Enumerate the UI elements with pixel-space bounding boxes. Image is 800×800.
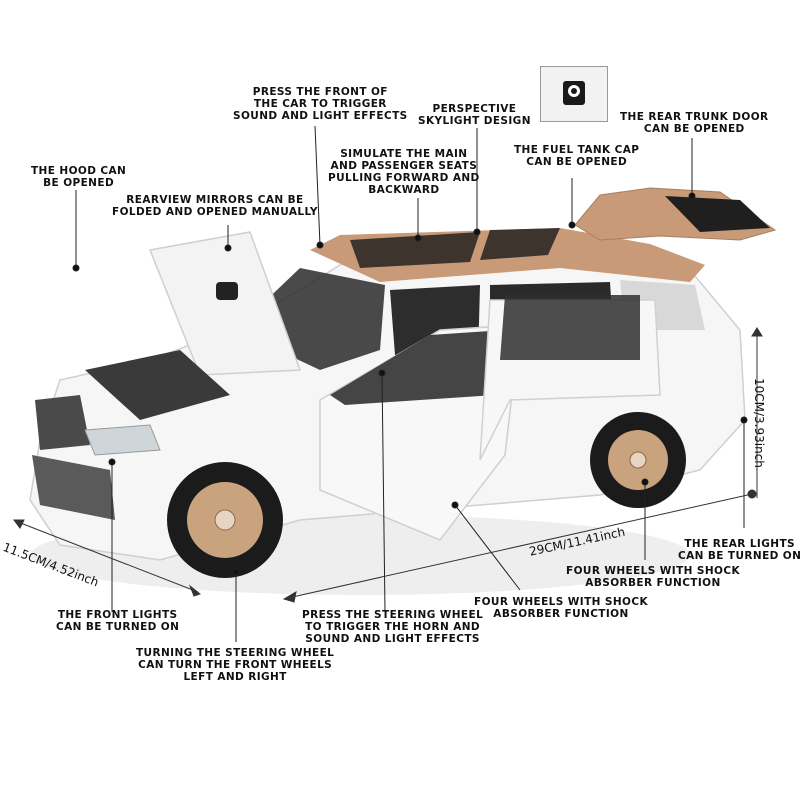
front-wheel: [167, 462, 283, 578]
hood-callout: THE HOOD CAN BE OPENED: [31, 165, 127, 189]
steering-horn-callout: PRESS THE STEERING WHEEL TO TRIGGER THE …: [302, 609, 484, 645]
fuel-cap-detail-inset: [540, 66, 608, 122]
front-sound-callout: PRESS THE FRONT OF THE CAR TO TRIGGER SO…: [233, 86, 408, 122]
rear-lights-callout: THE REAR LIGHTS CAN BE TURNED ON: [678, 538, 800, 562]
rear-wheel: [590, 412, 686, 508]
fuel-cap-callout: THE FUEL TANK CAP CAN BE OPENED: [514, 144, 640, 168]
dimension-lines: [13, 327, 763, 603]
mirrors-callout: REARVIEW MIRRORS CAN BE FOLDED AND OPENE…: [112, 194, 318, 218]
skylight-callout: PERSPECTIVE SKYLIGHT DESIGN: [418, 103, 531, 127]
fuel-cap-icon: [541, 67, 607, 121]
steering-turn-callout: TURNING THE STEERING WHEEL CAN TURN THE …: [136, 647, 335, 683]
rear-trunk-callout: THE REAR TRUNK DOOR CAN BE OPENED: [620, 111, 769, 135]
height-dimension-label: 10CM/3.93inch: [752, 378, 766, 468]
leader-lines: [72, 125, 748, 642]
shock-absorber-center-callout: FOUR WHEELS WITH SHOCK ABSORBER FUNCTION: [474, 596, 649, 620]
seats-callout: SIMULATE THE MAIN AND PASSENGER SEATS PU…: [328, 148, 480, 196]
shock-absorber-right-callout: FOUR WHEELS WITH SHOCK ABSORBER FUNCTION: [566, 565, 741, 589]
front-lights-callout: THE FRONT LIGHTS CAN BE TURNED ON: [56, 609, 180, 633]
car-body: [29, 187, 777, 595]
